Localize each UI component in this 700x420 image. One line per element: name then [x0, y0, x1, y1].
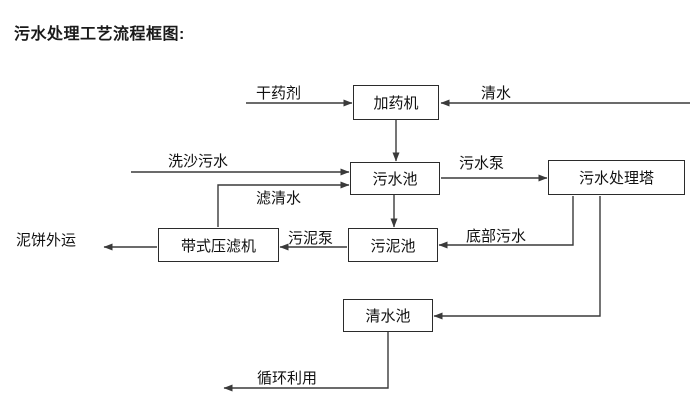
node-treatment-tower[interactable]: 污水处理塔	[548, 160, 685, 195]
edge-filtered-water-to-wastewater	[217, 181, 350, 227]
label-clean-water: 清水	[481, 85, 512, 102]
node-dosing-machine[interactable]: 加药机	[353, 85, 439, 120]
node-sludge-pool[interactable]: 污泥池	[348, 228, 438, 262]
node-wastewater-pool[interactable]: 污水池	[350, 162, 440, 195]
label-mud-cake-transport: 泥饼外运	[16, 232, 77, 249]
edge-tower-to-clearwater	[433, 196, 601, 320]
label-sand-wash-sewage: 洗沙污水	[168, 153, 229, 170]
node-belt-filter-press[interactable]: 带式压滤机	[158, 228, 279, 262]
node-clear-water-pool[interactable]: 清水池	[343, 299, 433, 332]
node-label: 清水池	[365, 308, 411, 325]
label-bottom-sewage: 底部污水	[466, 228, 527, 245]
node-label: 加药机	[373, 95, 419, 112]
node-label: 污水处理塔	[578, 170, 654, 187]
edge-clearwater-recycling	[223, 332, 389, 392]
page-title: 污水处理工艺流程框图:	[14, 26, 185, 43]
node-label: 污泥池	[370, 237, 416, 255]
label-filtered-water: 滤清水	[256, 190, 302, 207]
label-dry-chemical: 干药剂	[256, 85, 302, 102]
label-recycling: 循环利用	[257, 370, 318, 387]
label-sludge-pump: 污泥泵	[288, 230, 334, 247]
label-sewage-pump: 污水泵	[459, 155, 505, 172]
node-label: 污水池	[372, 171, 418, 188]
node-label: 带式压滤机	[180, 237, 256, 255]
edge-bottom-sewage-to-sludge	[438, 196, 574, 249]
